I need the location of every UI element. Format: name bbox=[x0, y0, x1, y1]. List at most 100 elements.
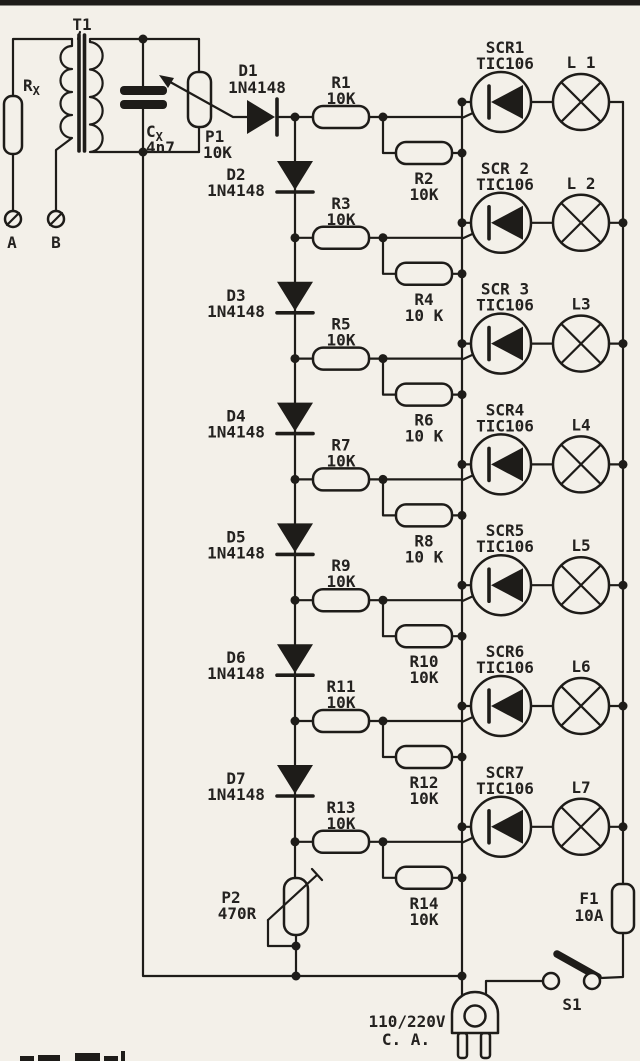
switch-s1-label: S1 bbox=[562, 995, 581, 1014]
diode-triangle bbox=[277, 402, 313, 432]
gate-resistor-value: 10K bbox=[327, 814, 356, 833]
gate-node-dot bbox=[378, 837, 388, 847]
scr-label: SCR 3 bbox=[481, 280, 529, 299]
secondary-coil bbox=[88, 37, 201, 154]
diode-value: 1N4148 bbox=[207, 543, 265, 562]
shunt-resistor-body bbox=[394, 503, 454, 528]
scr-triangle bbox=[491, 326, 523, 361]
shunt-resistor-label: R8 bbox=[414, 531, 433, 550]
lamp-cross-icon bbox=[560, 685, 602, 727]
top-rule bbox=[0, 0, 640, 6]
page-artifact-marks bbox=[20, 1051, 125, 1061]
pot-p1-value: 10K bbox=[203, 143, 232, 162]
scr-label: SCR 2 bbox=[481, 159, 529, 178]
diode-value: 1N4148 bbox=[207, 785, 265, 804]
shunt-resistor-body bbox=[394, 140, 454, 166]
gate-node-dot bbox=[378, 233, 388, 243]
scr-label: SCR7 bbox=[486, 763, 525, 782]
gate-resistor-body bbox=[311, 104, 371, 130]
diode-triangle bbox=[277, 644, 313, 674]
gate-resistor-value: 10K bbox=[327, 693, 356, 712]
stage: R7 10K R8 10 K SCR4 TIC106 L4 D5 1N4148 bbox=[207, 400, 628, 566]
diode-label: D6 bbox=[226, 648, 245, 667]
lamp-rail-dot bbox=[618, 218, 628, 228]
gate-resistor-body bbox=[311, 467, 371, 492]
shunt-resistor-body bbox=[394, 865, 454, 891]
stage: R1 10K R2 10K SCR1 TIC106 L 1 D2 1N4148 bbox=[207, 38, 625, 204]
scr-part-number: TIC106 bbox=[476, 175, 534, 194]
supply-type-label: C. A. bbox=[382, 1030, 430, 1049]
diode-d1-triangle bbox=[247, 100, 275, 134]
lamp-label: L4 bbox=[571, 415, 590, 434]
supply-voltage-label: 110/220V bbox=[368, 1012, 445, 1031]
terminal-a-label: A bbox=[7, 233, 17, 252]
gate-node-dot bbox=[378, 354, 388, 364]
scr-part-number: TIC106 bbox=[476, 54, 534, 73]
scr-triangle bbox=[491, 809, 523, 844]
scr-part-number: TIC106 bbox=[476, 658, 534, 677]
scr-label: SCR6 bbox=[486, 642, 525, 661]
shunt-resistor-value: 10 K bbox=[405, 427, 444, 446]
shunt-rail-dot bbox=[457, 631, 467, 641]
resistor-rx-label: RX bbox=[23, 76, 41, 98]
stage-wires bbox=[293, 236, 464, 275]
lamp-label: L7 bbox=[571, 778, 590, 797]
scr-triangle bbox=[491, 568, 523, 603]
shunt-resistor-body bbox=[394, 382, 454, 407]
gate-resistor-value: 10K bbox=[327, 451, 356, 470]
diode-label: D7 bbox=[226, 769, 245, 788]
scr-triangle bbox=[491, 85, 523, 119]
shunt-resistor-value: 10 K bbox=[405, 547, 444, 566]
stage: R11 10K R12 10K SCR6 TIC106 L6 D7 1N4148 bbox=[207, 642, 628, 808]
stage-wires bbox=[293, 115, 464, 155]
diode-label: D5 bbox=[226, 527, 245, 546]
fuse-f1-value: 10A bbox=[575, 906, 604, 925]
junction-dot bbox=[291, 971, 301, 981]
diode-value: 1N4148 bbox=[207, 423, 265, 442]
gate-resistor-label: R11 bbox=[327, 677, 356, 696]
primary-coil bbox=[54, 37, 74, 213]
shunt-rail-dot bbox=[457, 390, 467, 400]
capacitor-value: 4n7 bbox=[146, 138, 175, 157]
shunt-resistor-body bbox=[394, 261, 454, 287]
gate-resistor-body bbox=[311, 587, 371, 613]
fuse-f1-body bbox=[610, 882, 636, 935]
diode-value: 1N4148 bbox=[207, 302, 265, 321]
shunt-rail-dot bbox=[457, 269, 467, 279]
terminal-a-slash bbox=[5, 211, 21, 227]
gate-node-dot bbox=[378, 595, 388, 605]
gate-resistor-value: 10K bbox=[327, 331, 356, 350]
gate-node-dot bbox=[378, 112, 388, 122]
pot-p1-label: P1 bbox=[205, 127, 224, 146]
diode-group: D3 1N4148 bbox=[207, 281, 315, 321]
scr-triangle bbox=[491, 205, 523, 240]
shunt-resistor-body bbox=[394, 623, 454, 649]
shunt-resistor-label: R4 bbox=[414, 290, 433, 309]
switch-s1: S1 bbox=[484, 950, 602, 1014]
diode-group: D4 1N4148 bbox=[207, 402, 315, 442]
diode-group: D2 1N4148 bbox=[207, 161, 315, 200]
scr-triangle bbox=[491, 447, 523, 482]
pot-p2-wiper-loop bbox=[266, 918, 297, 948]
gate-resistor-body bbox=[311, 829, 371, 855]
diode-value: 1N4148 bbox=[207, 664, 265, 683]
switch-contact-left bbox=[541, 971, 561, 991]
gate-resistor-value: 10K bbox=[327, 572, 356, 591]
diode-group: D7 1N4148 bbox=[207, 765, 315, 804]
shunt-resistor-label: R6 bbox=[414, 411, 433, 430]
diode-value: 1N4148 bbox=[207, 181, 265, 200]
lamp-cross-icon bbox=[560, 443, 602, 486]
shunt-rail-dot bbox=[457, 873, 467, 883]
lamp-cross-icon bbox=[560, 805, 602, 848]
diode-triangle bbox=[277, 523, 313, 553]
terminal-b-label: B bbox=[51, 233, 61, 252]
plug-prong-left bbox=[456, 1031, 469, 1060]
diode-label: D3 bbox=[226, 286, 245, 305]
stage: R3 10K R4 10 K SCR 2 TIC106 L 2 D3 1N414… bbox=[207, 159, 628, 325]
shunt-resistor-label: R2 bbox=[414, 169, 433, 188]
lamp-label: L3 bbox=[571, 295, 590, 314]
switch-contact-right bbox=[582, 971, 602, 991]
lamp-label: L5 bbox=[571, 536, 590, 555]
